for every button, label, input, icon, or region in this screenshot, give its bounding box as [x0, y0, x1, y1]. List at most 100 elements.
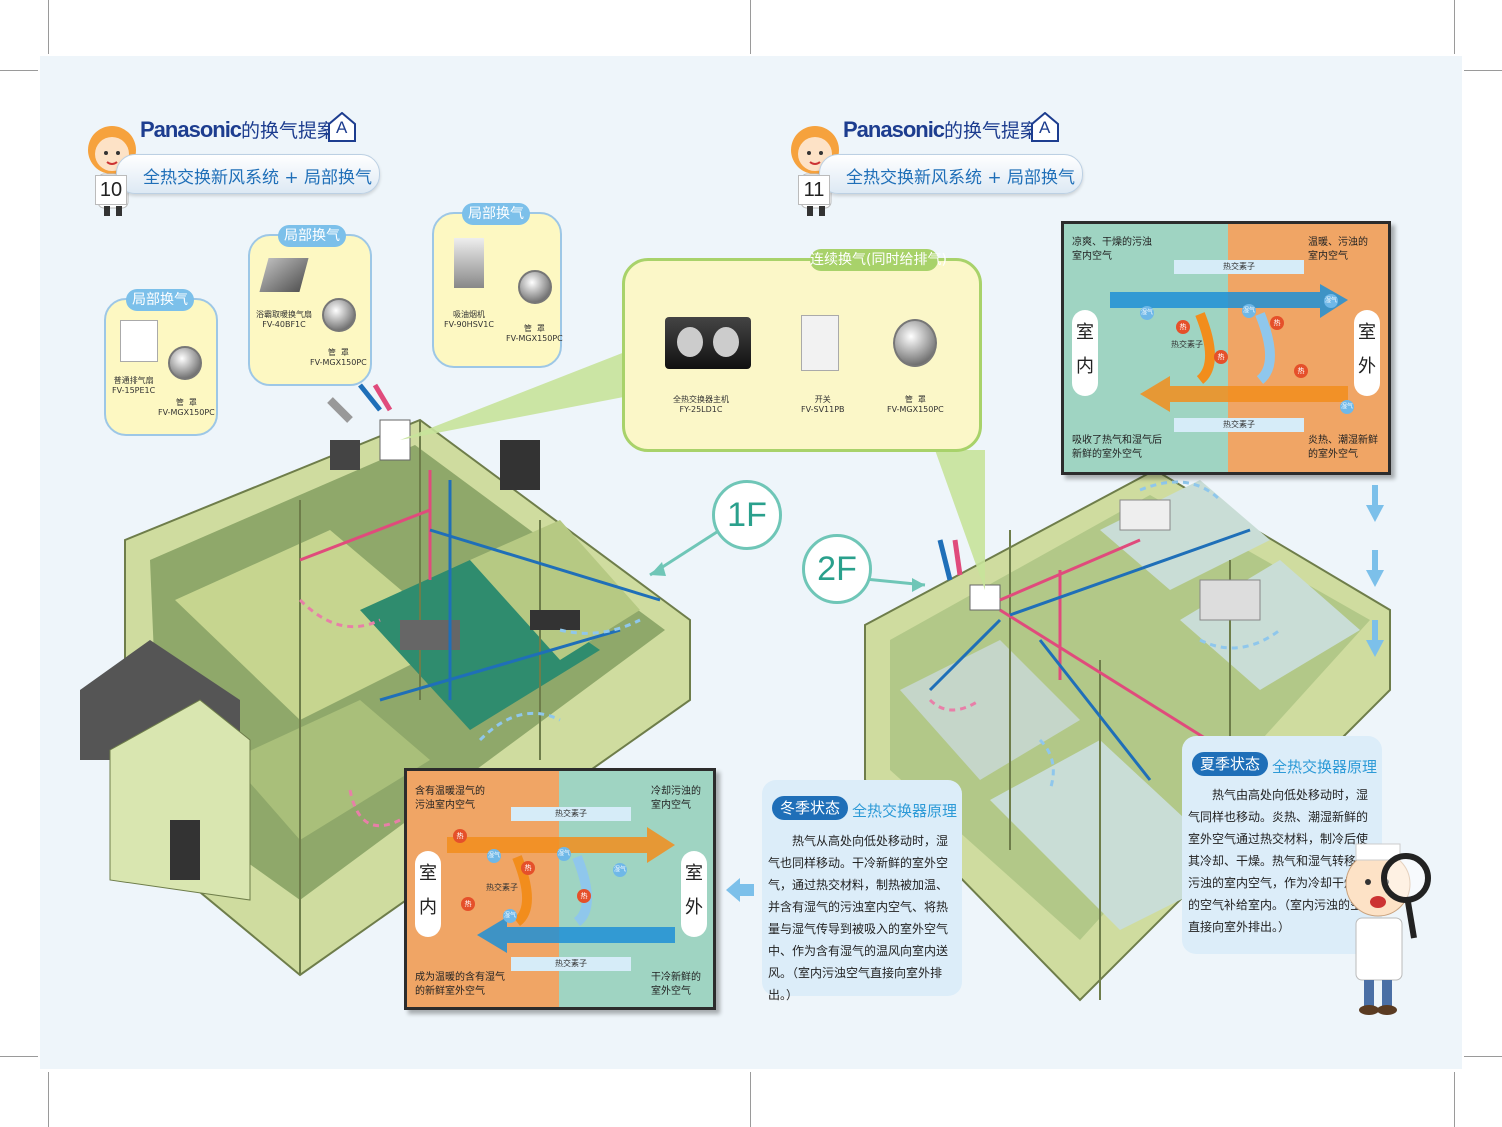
crop-mark	[750, 0, 751, 54]
top-left-caption: 凉爽、干燥的污浊 室内空气	[1072, 237, 1152, 262]
crop-mark	[0, 1056, 38, 1057]
brand-name: Panasonic	[140, 117, 242, 142]
bottom-right-caption: 干冷新鲜的 室外空气	[651, 972, 701, 997]
caption-item1: 浴霸取暖换气扇 FV-40BF1C	[256, 310, 312, 329]
heat-token: 热	[1294, 364, 1308, 378]
house-2f-illustration	[864, 468, 1391, 1002]
banner-right-text: 全热交换新风系统 + 局部换气	[846, 168, 1076, 188]
local-vent-bubble-3: 吸油烟机 FV-90HSV1C 管 罩 FV-MGX150PC	[432, 212, 563, 368]
heat-element-label: 热交素子	[1171, 340, 1203, 349]
banner-right: 全热交换新风系统 + 局部换气	[819, 154, 1083, 194]
moisture-token: 湿气	[1140, 306, 1154, 320]
doctor-mascot	[1345, 843, 1431, 1015]
floor-label-2f: 2F	[802, 534, 872, 604]
crop-mark	[48, 1072, 49, 1127]
badge-letter: A	[336, 118, 348, 137]
heat-element-label: 热交素子	[511, 957, 631, 971]
duct-hood-icon	[518, 270, 552, 304]
caption-item2: 开关 FV-SV11PB	[801, 395, 845, 414]
heat-token: 热	[577, 889, 591, 903]
bottom-left-caption: 吸收了热气和湿气后 新鲜的室外空气	[1072, 435, 1162, 460]
crop-mark	[48, 0, 49, 54]
heat-token: 热	[461, 897, 475, 911]
moisture-token: 湿气	[503, 909, 517, 923]
caption-item3: 管 罩 FV-MGX150PC	[887, 395, 944, 414]
local-vent-label-2: 局部换气	[278, 225, 346, 247]
range-hood-icon	[454, 238, 484, 288]
local-vent-bubble-1: 普通排气扇 FV-15PE1C 管 罩 FV-MGX150PC	[104, 298, 218, 436]
house-1f-illustration	[80, 383, 691, 977]
crop-mark	[1464, 70, 1502, 71]
moisture-token: 湿气	[487, 849, 501, 863]
heat-element-label: 热交素子	[511, 807, 631, 821]
heat-token: 热	[521, 861, 535, 875]
house-a-badge-icon	[328, 112, 356, 142]
magnifier-icon	[1381, 853, 1431, 903]
continuous-vent-bubble: 全热交换器主机 FY-25LD1C 开关 FV-SV11PB 管 罩 FV-MG…	[622, 258, 982, 452]
summer-body: 热气由高处向低处移动时，湿气同样也移动。炎热、潮湿新鲜的室外空气通过热交材料，制…	[1188, 788, 1375, 934]
winter-body: 热气从高处向低处移动时，湿气也同样移动。干冷新鲜的室外空气，通过热交材料，制热被…	[768, 834, 949, 1002]
heat-element-label: 热交素子	[486, 883, 518, 892]
heat-token: 热	[1176, 320, 1190, 334]
caption-item1: 全热交换器主机 FY-25LD1C	[673, 395, 729, 414]
caption-item2: 管 罩 FV-MGX150PC	[158, 398, 215, 417]
heat-element-label: 热交素子	[1174, 418, 1304, 432]
crop-mark	[1454, 1072, 1455, 1127]
caption-item1: 吸油烟机 FV-90HSV1C	[444, 310, 494, 329]
house-a-badge-icon	[1031, 112, 1059, 142]
crop-mark	[1454, 0, 1455, 54]
top-left-caption: 含有温暖湿气的 污浊室内空气	[415, 786, 485, 811]
brand-title-left: Panasonic的换气提案	[140, 116, 336, 143]
brand-name: Panasonic	[843, 117, 945, 142]
summer-principle-panel: 凉爽、干燥的污浊 室内空气 温暖、污浊的 室内空气 吸收了热气和湿气后 新鲜的室…	[1061, 221, 1391, 475]
top-right-caption: 冷却污浊的 室内空气	[651, 786, 701, 811]
duct-hood-icon	[893, 319, 937, 367]
winter-title: 冬季状态	[772, 796, 848, 820]
summer-title: 夏季状态	[1192, 752, 1268, 776]
local-vent-label-1: 局部换气	[126, 289, 194, 311]
banner-left-text: 全热交换新风系统 + 局部换气	[143, 168, 373, 188]
moisture-token: 湿气	[557, 847, 571, 861]
heat-token: 热	[453, 829, 467, 843]
floor-label-1f: 1F	[712, 480, 782, 550]
moisture-token: 湿气	[1340, 400, 1354, 414]
duct-hood-icon	[322, 298, 356, 332]
heat-token: 热	[1214, 350, 1228, 364]
page-number-right: 11	[798, 175, 830, 205]
moisture-token: 湿气	[1324, 294, 1338, 308]
badge-letter: A	[1039, 118, 1051, 137]
banner-left: 全热交换新风系统 + 局部换气	[116, 154, 380, 194]
bottom-right-caption: 炎热、潮湿新鲜 的室外空气	[1308, 435, 1378, 460]
brand-title-right: Panasonic的换气提案	[843, 116, 1039, 143]
duct-hood-icon	[168, 346, 202, 380]
crop-mark	[1464, 1056, 1502, 1057]
local-vent-bubble-2: 浴霸取暖换气扇 FV-40BF1C 管 罩 FV-MGX150PC	[248, 234, 372, 386]
wall-switch-icon	[801, 315, 839, 371]
room-outdoor-label: 室 外	[681, 851, 707, 937]
heat-exchanger-unit-icon	[665, 317, 751, 369]
continuous-vent-label: 连续换气(同时给排气)	[810, 249, 947, 271]
exhaust-fan-icon	[120, 320, 158, 362]
brand-suffix: 的换气提案	[944, 120, 1040, 142]
room-indoor-label: 室 内	[1072, 310, 1098, 396]
room-outdoor-label: 室 外	[1354, 310, 1380, 396]
room-indoor-label: 室 内	[415, 851, 441, 937]
airflow-arrows	[1110, 284, 1348, 412]
bath-heater-icon	[259, 258, 309, 292]
caption-item2: 管 罩 FV-MGX150PC	[310, 348, 367, 367]
winter-principle-panel: 含有温暖湿气的 污浊室内空气 冷却污浊的 室内空气 成为温暖的含有湿气 的新鲜室…	[404, 768, 716, 1010]
heat-element-label: 热交素子	[1174, 260, 1304, 274]
bottom-left-caption: 成为温暖的含有湿气 的新鲜室外空气	[415, 972, 505, 997]
moisture-token: 湿气	[613, 863, 627, 877]
crop-mark	[0, 70, 38, 71]
caption-item2: 管 罩 FV-MGX150PC	[506, 324, 563, 343]
brand-suffix: 的换气提案	[241, 120, 337, 142]
local-vent-label-3: 局部换气	[462, 203, 530, 225]
crop-mark	[750, 1072, 751, 1127]
caption-item1: 普通排气扇 FV-15PE1C	[112, 376, 156, 395]
page-number-left: 10	[95, 175, 127, 205]
moisture-token: 湿气	[1242, 304, 1256, 318]
top-right-caption: 温暖、污浊的 室内空气	[1308, 237, 1368, 262]
summer-description-card: 夏季状态 全热交换器原理 热气由高处向低处移动时，湿气同样也移动。炎热、潮湿新鲜…	[1182, 736, 1382, 954]
